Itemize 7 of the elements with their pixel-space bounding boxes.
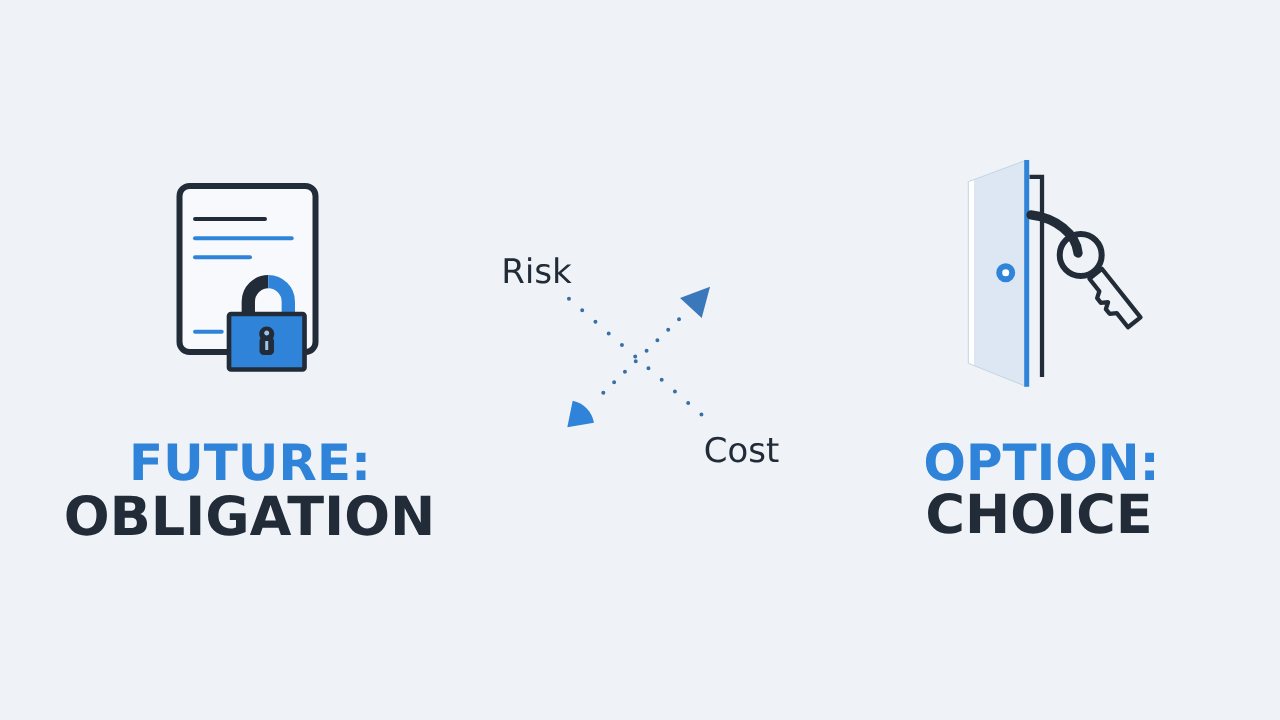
heading: FUTURE:: [133, 443, 366, 481]
text-label: Cost: [705, 436, 779, 463]
heading: OPTION:: [925, 442, 1154, 481]
dotted-line: [566, 296, 705, 418]
subheading: CHOICE: [928, 492, 1149, 534]
text-label: Risk: [504, 257, 572, 284]
subheading: OBLIGATION: [66, 494, 431, 536]
